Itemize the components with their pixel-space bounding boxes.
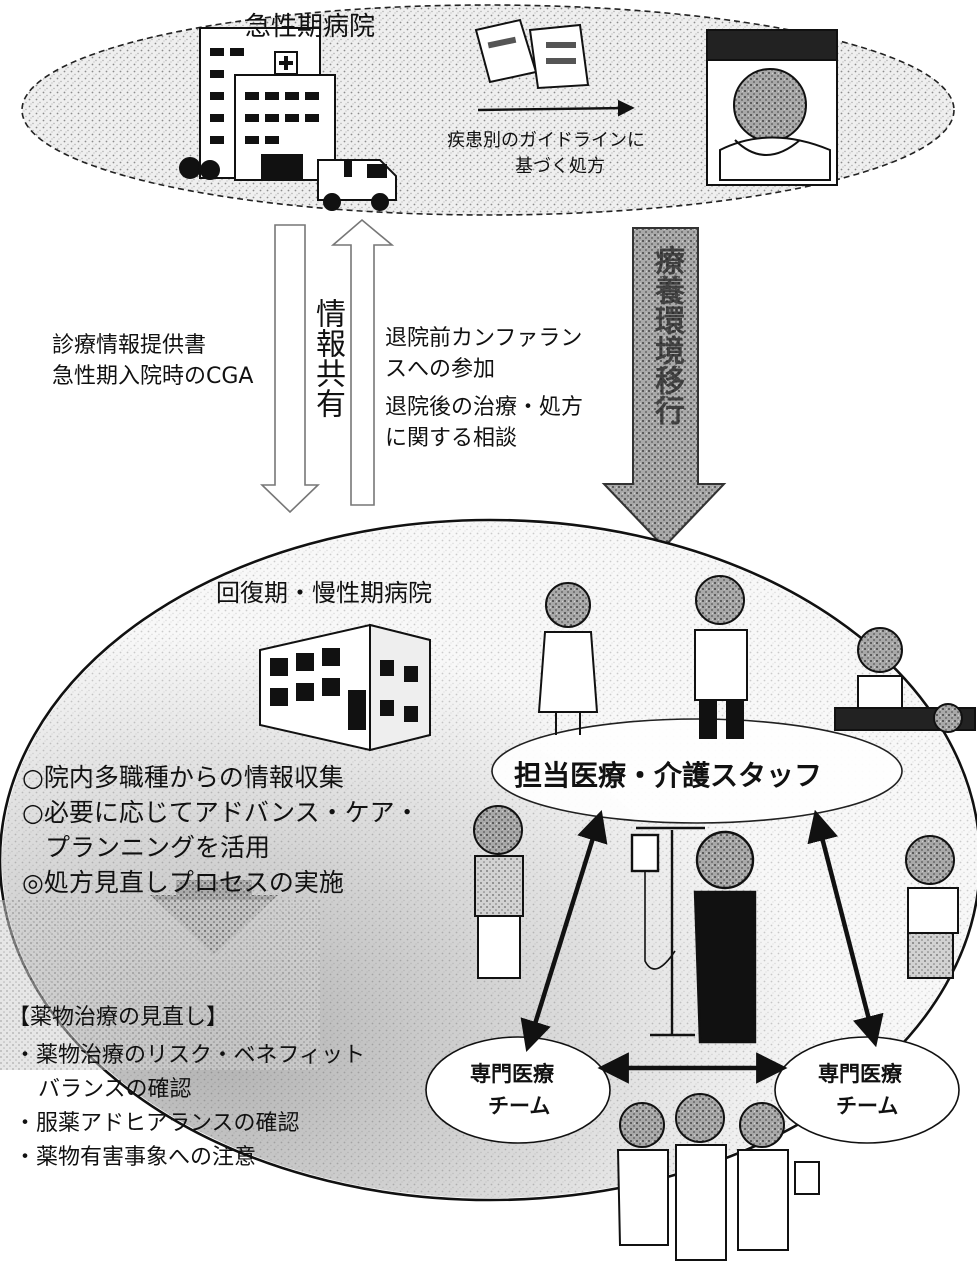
staff-region — [491, 718, 903, 824]
staff-label: 担当医療・介護スタッフ — [514, 759, 823, 792]
care-transition-arrow — [601, 227, 727, 549]
team-right-line2: チーム — [836, 1094, 899, 1118]
hospital-building-icon — [179, 27, 336, 181]
care-transition-label: 療養環境移行 — [649, 245, 684, 425]
review-item-3: ・服薬アドヒアランスの確認 — [14, 1111, 300, 1136]
caregiver-male-icon — [694, 575, 748, 739]
patient-in-bed-icon — [706, 29, 838, 186]
guideline-text-2: 基づく処方 — [515, 156, 605, 177]
patient-standing-icon — [473, 805, 524, 979]
info-share-left-1: 診療情報提供書 — [52, 333, 207, 358]
guideline-books-icon — [474, 18, 590, 90]
info-share-label: 情報共有 — [310, 298, 345, 418]
info-share-right-2: スへの参加 — [385, 357, 496, 382]
medical-team-icon — [616, 1093, 820, 1261]
info-share-left-2: 急性期入院時のCGA — [52, 364, 254, 389]
recovery-building-icon — [259, 623, 431, 752]
recovery-item-2: ○必要に応じてアドバンス・ケア・ — [22, 798, 420, 827]
info-share-right-3: 退院後の治療・処方 — [385, 395, 584, 420]
team-left-line1: 専門医療 — [470, 1062, 554, 1086]
review-item-1: ・薬物治療のリスク・ベネフィット — [14, 1043, 366, 1068]
team-left-line2: チーム — [488, 1094, 551, 1118]
staff-team-arrows — [520, 809, 884, 1084]
review-item-2: バランスの確認 — [38, 1077, 192, 1102]
recovery-item-4: ◎処方見直しプロセスの実施 — [22, 868, 344, 897]
info-share-right-4: に関する相談 — [385, 426, 518, 451]
info-share-arrows — [260, 218, 395, 514]
doctor-female-icon — [537, 582, 599, 735]
team-right-line1: 専門医療 — [818, 1062, 902, 1086]
guideline-text-1: 疾患別のガイドラインに — [447, 130, 645, 151]
recovery-item-3: プランニングを活用 — [45, 833, 271, 862]
team-regions — [425, 1036, 960, 1144]
acute-hospital-title: 急性期病院 — [245, 12, 376, 42]
review-item-4: ・薬物有害事象への注意 — [14, 1145, 257, 1170]
nurse-care-icon — [834, 627, 976, 733]
recovery-item-1: ○院内多職種からの情報収集 — [22, 763, 344, 792]
ambulance-icon — [317, 159, 397, 211]
helper-writing-icon — [905, 835, 959, 979]
recovery-hospital-title: 回復期・慢性期病院 — [216, 579, 432, 607]
info-share-right-1: 退院前カンファラン — [385, 326, 583, 351]
prescription-flow-arrow — [477, 99, 635, 117]
review-shadow-arrow — [0, 880, 320, 1070]
review-heading: 【薬物治療の見直し】 — [8, 1005, 229, 1030]
iv-patient-icon — [630, 826, 757, 1044]
